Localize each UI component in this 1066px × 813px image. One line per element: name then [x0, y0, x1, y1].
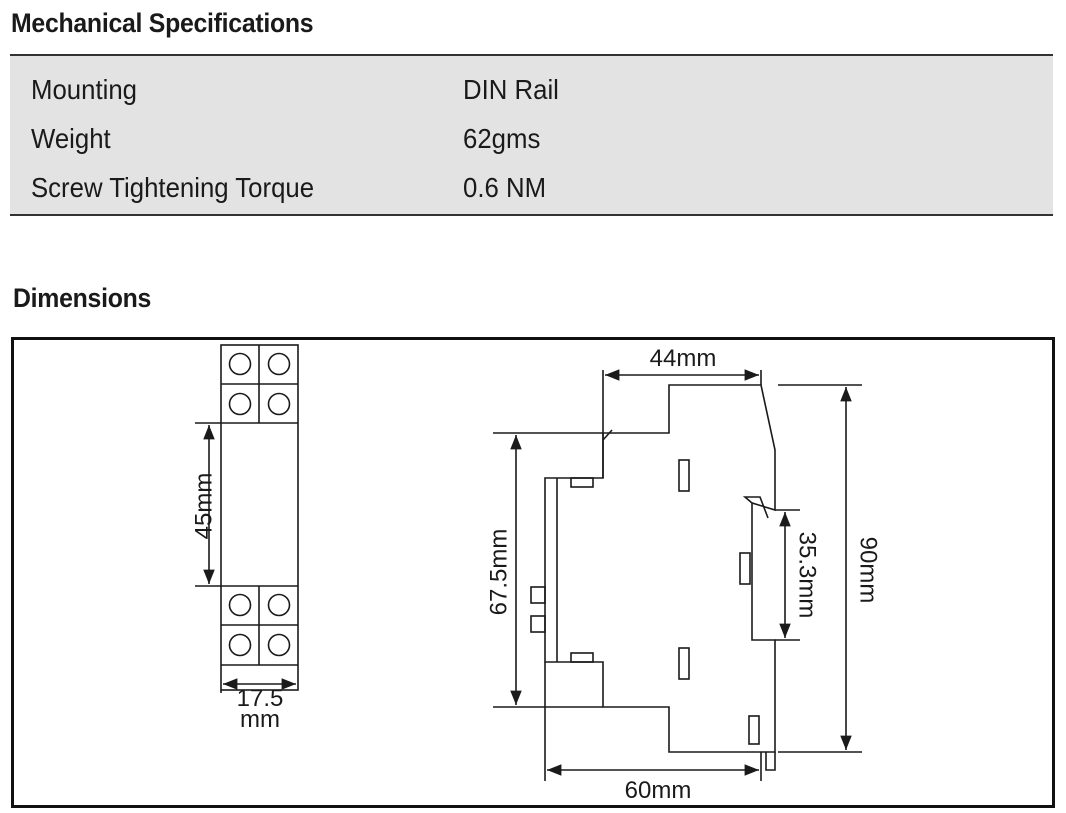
dim-label-90mm: 90mm — [855, 537, 882, 604]
terminal-screw-icon — [228, 352, 252, 376]
rail-hook-top — [742, 496, 769, 519]
vent-slot — [678, 459, 690, 492]
latch-slot — [748, 715, 760, 745]
spec-row-weight: Weight 62gms — [10, 123, 1053, 163]
terminal-screw-icon — [267, 352, 291, 376]
terminal-screw-icon — [267, 593, 291, 617]
terminal-screw-icon — [228, 633, 252, 657]
latch-foot — [765, 752, 776, 771]
din-clip-slot — [739, 552, 751, 585]
spec-value: 0.6 NM — [463, 172, 547, 203]
clip-top — [570, 477, 594, 488]
dim-label-35-3mm: 35.3mm — [794, 532, 821, 619]
dim-label-17-5: 17.5 — [237, 685, 284, 712]
terminal-screw-icon — [228, 593, 252, 617]
terminal-screw-icon — [267, 633, 291, 657]
spec-value: DIN Rail — [463, 74, 559, 105]
mechanical-specs-table: Mounting DIN Rail Weight 62gms Screw Tig… — [10, 54, 1053, 216]
spec-row-mounting: Mounting DIN Rail — [10, 74, 1053, 114]
terminal-screw-icon — [267, 392, 291, 416]
terminal-screw-icon — [228, 392, 252, 416]
dimensions-title: Dimensions — [13, 283, 152, 313]
dimensions-drawing-frame — [11, 337, 1055, 808]
chamfer-line — [602, 429, 613, 441]
spec-row-screw-torque: Screw Tightening Torque 0.6 NM — [10, 172, 1053, 212]
front-tab — [530, 586, 546, 604]
clip-bottom — [570, 652, 594, 663]
dim-label-67-5mm: 67.5mm — [485, 529, 512, 616]
side-outline — [544, 384, 776, 753]
front-view — [195, 344, 299, 693]
front-tab — [530, 615, 546, 633]
side-view — [493, 369, 862, 781]
spec-label: Screw Tightening Torque — [31, 172, 315, 203]
spec-label: Mounting — [31, 74, 137, 105]
dim-label-45mm: 45mm — [190, 473, 217, 540]
dim-label-60mm: 60mm — [625, 777, 692, 804]
mechanical-specifications-title: Mechanical Specifications — [11, 8, 314, 38]
dim-label-44mm: 44mm — [650, 345, 717, 372]
spec-label: Weight — [31, 123, 111, 154]
vent-slot — [678, 647, 690, 680]
spec-value: 62gms — [463, 123, 541, 154]
dim-label-mm: mm — [240, 706, 280, 733]
